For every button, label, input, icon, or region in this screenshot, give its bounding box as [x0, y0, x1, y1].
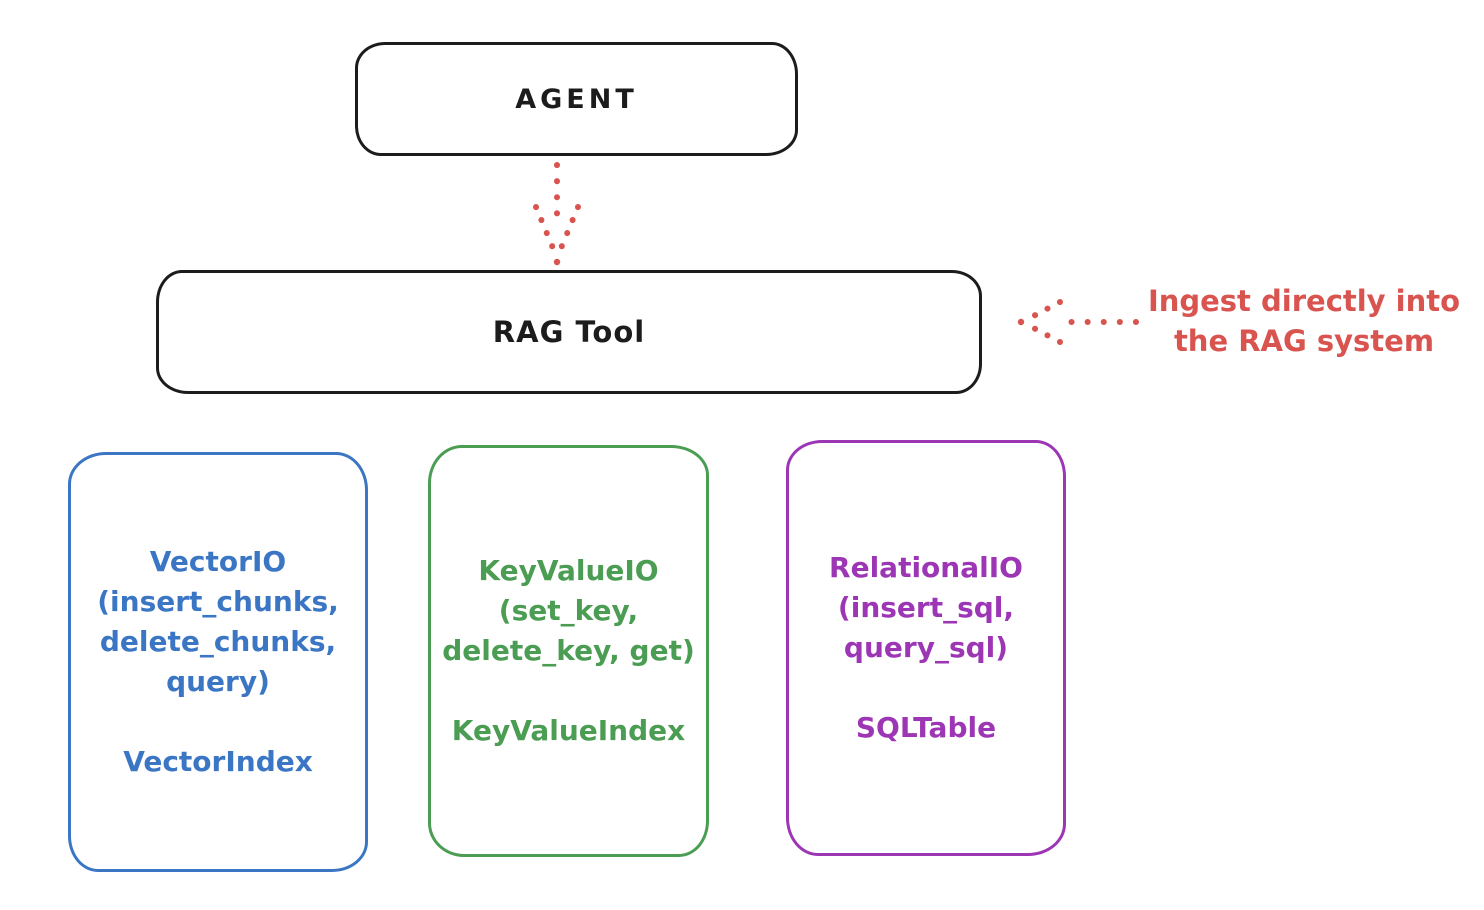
keyvalue-io-node: KeyValueIO (set_key, delete_key, get) Ke… — [428, 445, 709, 857]
agent-node: AGENT — [355, 42, 798, 156]
annotation: Ingest directly into the RAG system — [1128, 281, 1480, 361]
backend-line: (insert_chunks, — [97, 585, 339, 618]
dotted-arrow-down-icon — [533, 162, 581, 266]
keyvalue-index-label: KeyValueIndex — [451, 714, 686, 747]
backend-line: VectorIO — [149, 545, 287, 578]
keyvalue-io-text: KeyValueIO (set_key, delete_key, get) Ke… — [442, 551, 695, 751]
rag-tool-label: RAG Tool — [492, 315, 646, 349]
backend-line: (insert_sql, — [837, 591, 1015, 624]
backend-line: KeyValueIO — [478, 554, 659, 587]
annotation-line-2: the RAG system — [1173, 324, 1435, 358]
vector-io-text: VectorIO (insert_chunks, delete_chunks, … — [97, 542, 339, 782]
relational-io-node: RelationalIO (insert_sql, query_sql) SQL… — [786, 440, 1066, 856]
agent-label: AGENT — [515, 83, 638, 115]
backend-line: delete_key, get) — [442, 634, 695, 667]
relational-io-text: RelationalIO (insert_sql, query_sql) SQL… — [829, 548, 1023, 748]
rag-tool-node: RAG Tool — [156, 270, 982, 394]
backend-line: RelationalIO — [829, 551, 1023, 584]
backend-line: query) — [166, 665, 270, 698]
backend-line: delete_chunks, — [99, 625, 337, 658]
vector-index-label: VectorIndex — [123, 745, 313, 778]
annotation-line-1: Ingest directly into — [1147, 284, 1461, 318]
sql-table-label: SQLTable — [855, 711, 997, 744]
dotted-arrow-left-icon — [1017, 299, 1139, 345]
backend-line: (set_key, — [498, 594, 639, 627]
vector-io-node: VectorIO (insert_chunks, delete_chunks, … — [68, 452, 368, 872]
backend-line: query_sql) — [843, 631, 1009, 664]
